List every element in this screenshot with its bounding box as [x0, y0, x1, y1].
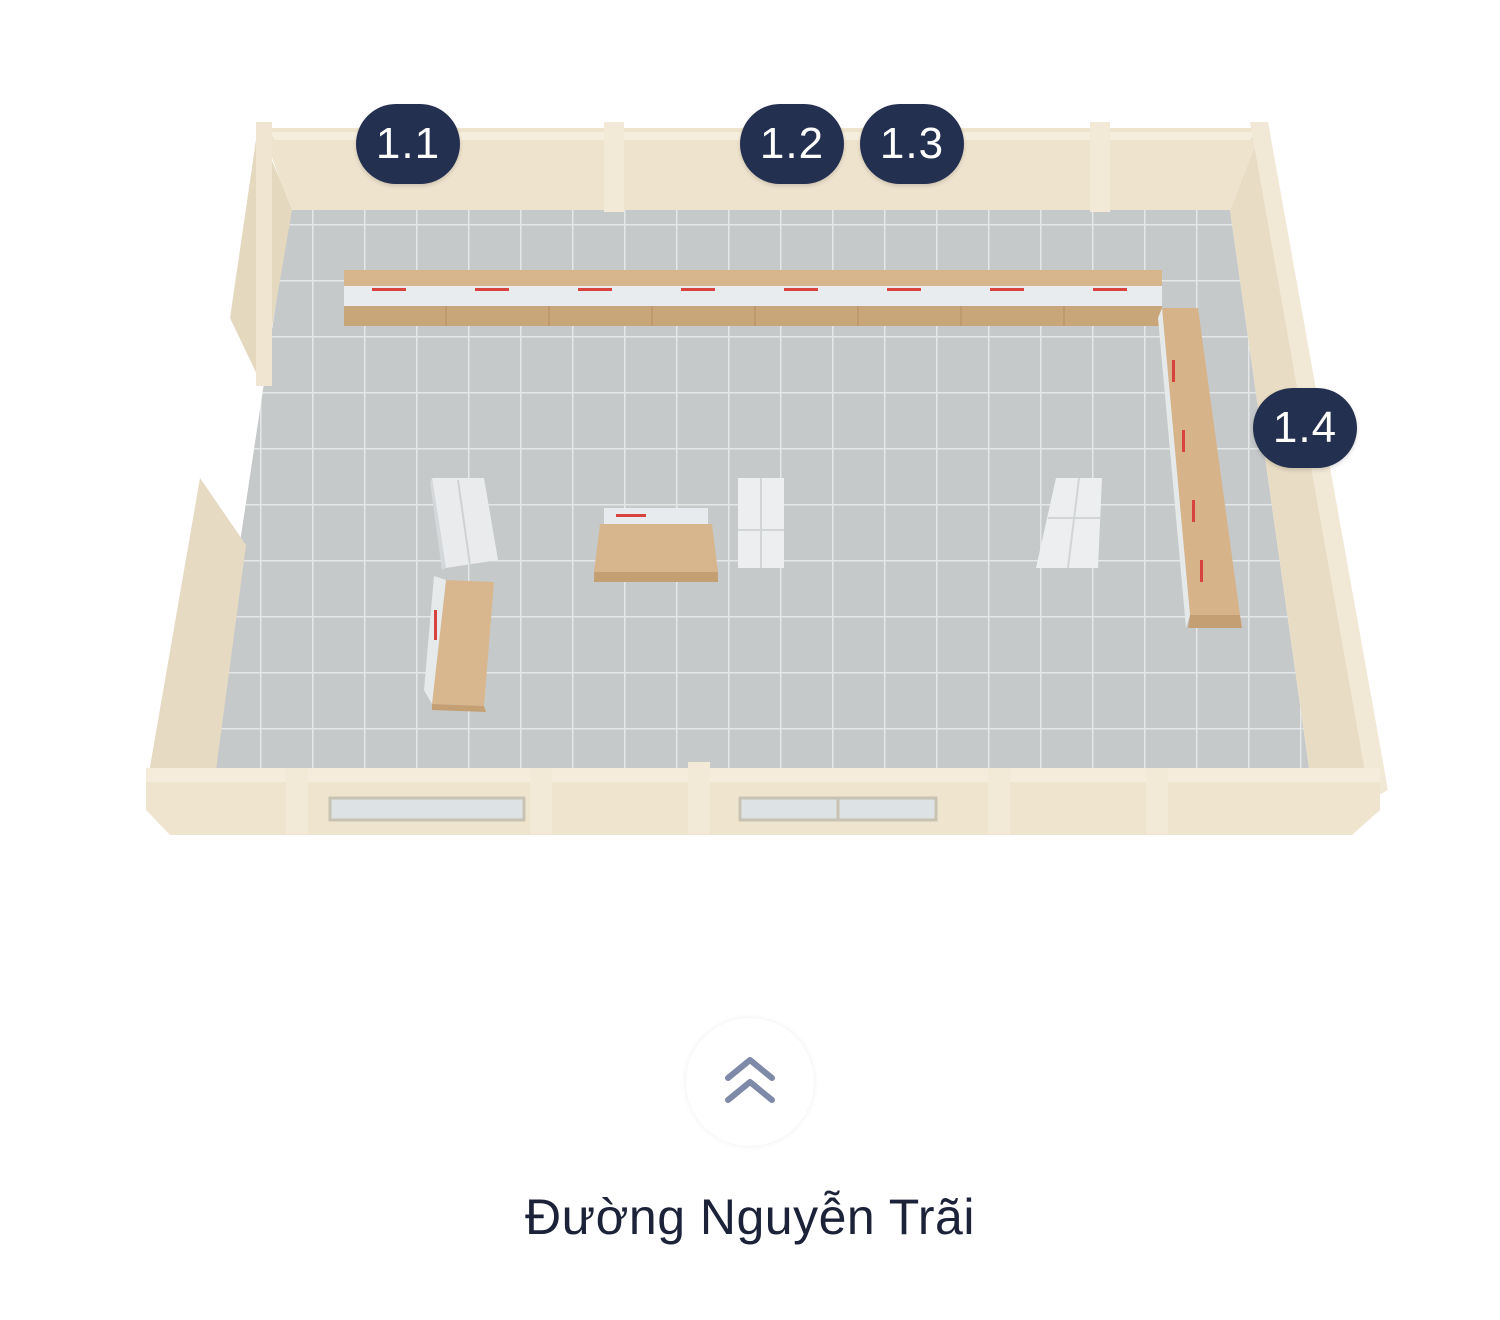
service-counter-right [1158, 308, 1242, 628]
desk-center [594, 508, 718, 582]
scroll-up-button[interactable] [686, 1018, 814, 1146]
cabinet-right [1036, 477, 1102, 569]
zone-badge-1-1[interactable]: 1.1 [356, 104, 460, 184]
double-chevron-up-icon [725, 1057, 775, 1103]
zone-badge-1-3[interactable]: 1.3 [860, 104, 964, 184]
floor-plan-render: 1.1 1.2 1.3 1.4 [146, 104, 1388, 835]
street-label: Đường Nguyễn Trãi [525, 1189, 975, 1245]
cabinet-left [430, 478, 498, 570]
cabinet-middle [738, 478, 784, 568]
zone-badge-1-2[interactable]: 1.2 [740, 104, 844, 184]
zone-badge-1-4[interactable]: 1.4 [1253, 388, 1357, 468]
service-counter-back [344, 270, 1162, 326]
desk-left [424, 576, 494, 712]
